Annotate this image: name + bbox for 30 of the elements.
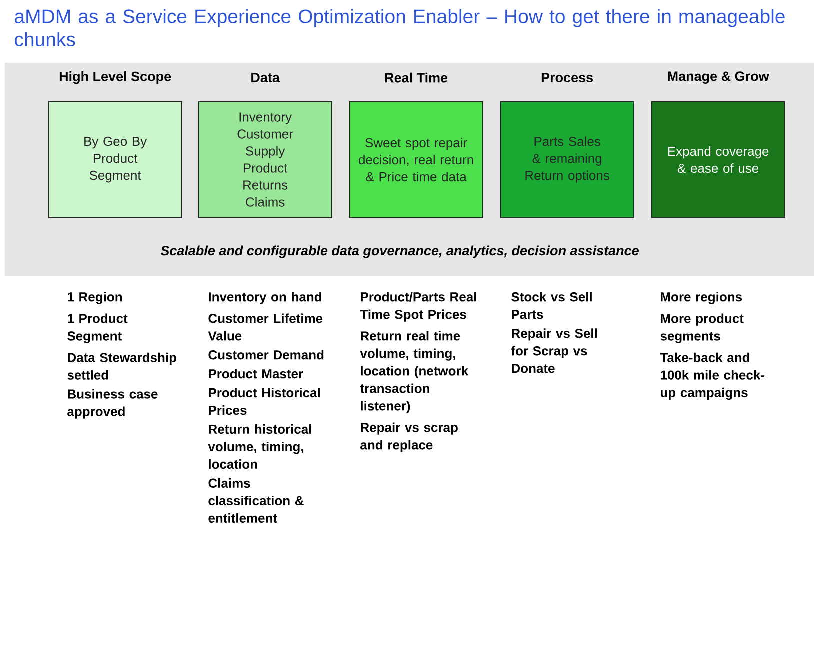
- list-item: Stock vs Sell Parts: [512, 292, 592, 320]
- list-item: Product Historical Prices: [209, 388, 320, 416]
- stage-box: Inventory Customer Supply Product Returns Claims: [198, 101, 332, 218]
- stage-box: Sweet spot repair decision, real return & Price time data: [349, 101, 484, 218]
- list-item: 1 Product Segment: [68, 314, 128, 344]
- list-item: Customer Demand: [208, 350, 324, 360]
- list-item: Repair vs scrap and replace: [360, 422, 458, 452]
- list-item: Inventory on hand: [209, 292, 322, 304]
- list-item: Claims classification & entitlement: [208, 478, 304, 523]
- list-item: More regions: [661, 292, 742, 304]
- stage-heading: Manage & Grow: [668, 72, 770, 84]
- stage-heading: Real Time: [385, 72, 448, 83]
- stage-box: Parts Sales & remaining Return options: [500, 101, 634, 218]
- stage-box: Expand coverage & ease of use: [651, 101, 786, 218]
- list-item: Repair vs Sell for Scrap vs Donate: [511, 328, 597, 374]
- stage-heading: Process: [542, 73, 594, 82]
- stage-heading: Data: [252, 73, 280, 82]
- list-item: Return historical volume, timing, location: [208, 424, 312, 470]
- list-item: Business case approved: [68, 389, 158, 419]
- stage-heading: High Level Scope: [60, 71, 172, 84]
- list-item: Data Stewardship settled: [68, 352, 176, 380]
- list-item: Return real time volume, timing, location (network transaction listener): [360, 331, 469, 414]
- list-item: 1 Region: [68, 292, 122, 304]
- list-item: Customer Lifetime Value: [208, 314, 323, 341]
- list-item: More product segments: [660, 314, 744, 344]
- list-item: Take-back and 100k mile check-up campaigns: [660, 352, 764, 400]
- stage-box: By Geo By Product Segment: [48, 101, 182, 218]
- title: aMDM as a Service Experience Optimization Enabler – How to get there in manageable chunks: [15, 9, 785, 47]
- list-item: Product/Parts Real Time Spot Prices: [360, 292, 476, 322]
- list-item: Product Master: [209, 369, 304, 379]
